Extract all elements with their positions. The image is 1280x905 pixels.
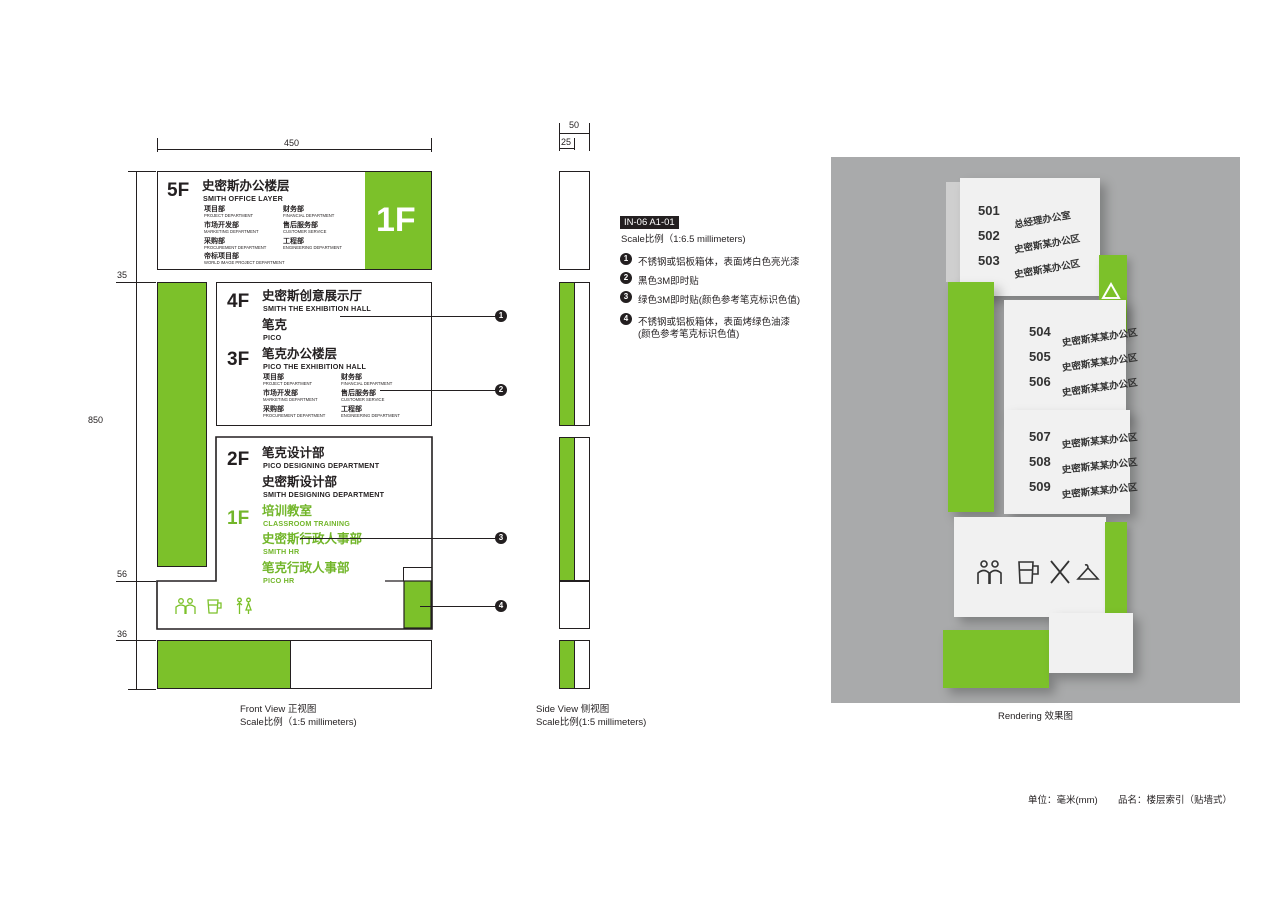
floor-3f: 3F — [227, 349, 250, 370]
spec-scale: Scale比例（1:6.5 millimeters) — [621, 234, 746, 245]
floor-4f: 4F — [227, 291, 250, 312]
spec-note-2: 黑色3M即时贴 — [638, 276, 699, 287]
people-group-icon — [175, 598, 196, 614]
dept-3f-en: FINANCIAL DEPARTMENT — [341, 381, 393, 386]
dept-5f-cn: 市场开发部 — [204, 222, 239, 229]
render-panel-c — [1004, 410, 1130, 514]
dept-3f-cn: 工程部 — [341, 406, 362, 413]
title-1f-cn-a: 培训教室 — [262, 504, 313, 518]
dept-5f-en: PROJECT DEPARTMENT — [204, 213, 254, 218]
spec-note-1: 不锈钢或铝板箱体，表面烤白色亮光漆 — [638, 257, 800, 268]
callout-4: 4 — [495, 600, 507, 612]
title-1f-cn-b: 史密斯行政人事部 — [262, 532, 363, 546]
spec-code: IN-06 A1-01 — [620, 216, 679, 229]
front-view-scale: Scale比例（1:5 millimeters) — [240, 717, 357, 728]
render-panel-b — [1004, 300, 1126, 420]
dept-5f-cn: 工程部 — [283, 238, 304, 245]
spec-note-3: 绿色3M即时贴(颜色参考笔克标识色值) — [638, 295, 801, 306]
title-2f-cn-a: 笔克设计部 — [262, 446, 325, 460]
dim-gap-35: 35 — [117, 270, 128, 280]
render-bottom-green — [943, 630, 1049, 688]
pico-cn: 笔克 — [262, 318, 288, 332]
floor-5f: 5F — [167, 180, 190, 201]
panel-4f-3f — [216, 282, 432, 426]
dept-5f-en: FINANCIAL DEPARTMENT — [283, 213, 335, 218]
callout-1: 1 — [495, 310, 507, 322]
dept-5f-en: WORLD IMAGE PROJECT DEPARTMENT — [204, 260, 285, 265]
render-panel-a — [960, 178, 1100, 296]
dept-3f-en: CUSTOMER SERVICE — [341, 397, 385, 402]
render-green-bar — [948, 282, 994, 512]
spec-note-4: 不锈钢或铝板箱体，表面烤绿色油漆 — [638, 317, 791, 328]
spec-note-4b: (颜色参考笔克标识色值) — [638, 329, 740, 340]
dept-3f-en: ENGINEERING DEPARTMENT — [341, 413, 400, 418]
title-1f-en-a: CLASSROOM TRAINING — [263, 519, 351, 528]
dept-3f-cn: 采购部 — [263, 406, 284, 413]
front-view-title: Front View 正视图 — [240, 704, 317, 715]
title-2f-en-a: PICO DESIGNING DEPARTMENT — [263, 461, 380, 470]
dim-gap-36: 36 — [117, 629, 128, 639]
badge-1f-label: 1F — [376, 201, 416, 239]
dim-side-inner: 25 — [561, 137, 572, 147]
fork-knife-icon — [1050, 560, 1070, 584]
people-group-icon — [977, 560, 1002, 584]
floor-2f: 2F — [227, 449, 250, 470]
title-1f-cn-c: 笔克行政人事部 — [262, 561, 350, 575]
dept-5f-cn: 项目部 — [204, 206, 225, 213]
title-1f-en-b: SMITH HR — [263, 547, 300, 556]
render-panel-d — [954, 517, 1106, 617]
restroom-icon — [236, 597, 252, 614]
title-2f-en-b: SMITH DESIGNING DEPARTMENT — [263, 490, 385, 499]
render-bottom-white — [1049, 613, 1133, 673]
title-4f-en: SMITH THE EXHIBITION HALL — [263, 304, 372, 313]
title-1f-en-c: PICO HR — [263, 576, 295, 585]
bottom-bar-green — [158, 641, 291, 688]
dept-5f-en: ENGINEERING DEPARTMENT — [283, 245, 342, 250]
side-view-title: Side View 侧视图 — [536, 704, 610, 715]
green-side-bar — [157, 282, 207, 567]
dim-gap-56: 56 — [117, 569, 128, 579]
dept-3f-en: MARKETING DEPARTMENT — [263, 397, 318, 402]
title-3f-cn: 笔克办公楼层 — [262, 347, 338, 361]
green-badge-1f — [365, 172, 431, 269]
title-2f-cn-b: 史密斯设计部 — [262, 475, 338, 489]
drink-cup-icon — [1018, 561, 1039, 584]
drink-cup-icon — [207, 599, 222, 614]
pico-en: PICO — [263, 333, 282, 342]
dept-5f-cn: 财务部 — [283, 206, 304, 213]
dim-side-depth: 50 — [569, 120, 580, 130]
dept-5f-cn: 帝标项目部 — [204, 253, 239, 260]
rendering-title: Rendering 效果图 — [998, 711, 1073, 722]
dim-height: 850 — [88, 415, 104, 425]
dept-5f-en: CUSTOMER SERVICE — [283, 229, 327, 234]
callout-2: 2 — [495, 384, 507, 396]
title-5f-en: SMITH OFFICE LAYER — [203, 194, 284, 203]
side-view-scale: Scale比例(1:5 millimeters) — [536, 717, 647, 728]
title-4f-cn: 史密斯创意展示厅 — [262, 289, 363, 303]
hanger-icon — [1076, 564, 1100, 580]
title-3f-en: PICO THE EXHIBITION HALL — [263, 362, 367, 371]
callout-3: 3 — [495, 532, 507, 544]
dept-3f-cn: 项目部 — [263, 374, 284, 381]
footer-name: 品名：楼层索引（贴墙式） — [1118, 795, 1233, 806]
floor-1f: 1F — [227, 508, 250, 529]
dept-5f-en: MARKETING DEPARTMENT — [204, 229, 259, 234]
dept-3f-en: PROCUREMENT DEPARTMENT — [263, 413, 326, 418]
dept-5f-cn: 采购部 — [204, 238, 225, 245]
footer-unit: 单位：毫米(mm) — [1028, 795, 1098, 806]
panel-2f-1f-outline — [156, 436, 433, 630]
dept-5f-en: PROCUREMENT DEPARTMENT — [204, 245, 267, 250]
dept-3f-cn: 售后服务部 — [341, 390, 376, 397]
dept-5f-cn: 售后服务部 — [283, 222, 318, 229]
dept-3f-cn: 市场开发部 — [263, 390, 298, 397]
dept-3f-cn: 财务部 — [341, 374, 362, 381]
triangle-icon — [1101, 281, 1121, 299]
dim-width: 450 — [284, 138, 300, 148]
title-5f-cn: 史密斯办公楼层 — [202, 179, 290, 193]
dept-3f-en: PROJECT DEPARTMENT — [263, 381, 313, 386]
